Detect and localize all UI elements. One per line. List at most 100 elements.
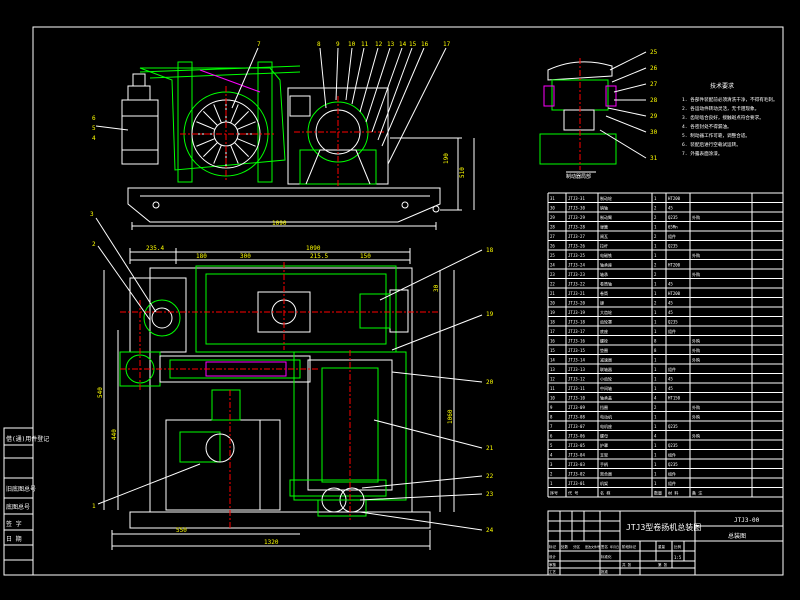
bom-cell-no: 16 [550,339,555,344]
bom-cell-mat: Q235 [668,244,678,249]
bom-cell-code: JTJ3-17 [568,329,585,334]
bom-cell-note: 外购 [692,347,700,353]
bom-cell-qty: 1 [654,462,657,467]
bom-cell-code: JTJ3-06 [568,434,585,439]
bom-cell-qty: 1 [654,329,657,334]
bom-cell-qty: 1 [654,367,657,372]
left-margin-labels: 借(通)用件登记 旧底图总号 底图总号 签 字 日 期 [6,435,49,543]
bom-cell-qty: 8 [654,339,657,344]
brake-wheel-spoke [230,104,239,124]
brake-wheel-spoke [213,144,222,164]
balloon-9: 9 [336,41,340,48]
bom-cell-code: JTJ3-21 [568,291,585,296]
bom-cell-code: JTJ3-15 [568,348,585,353]
title-cell-15: 第 张 [658,562,668,567]
drawing-title: JTJ3型卷扬机总装图 [626,522,701,532]
bom-cell-no: 3 [550,462,553,467]
bom-cell-mat: 组件 [668,233,676,239]
title-cell-10: 批准 [601,569,609,574]
balloon-16: 16 [421,41,429,48]
bom-cell-qty: 1 [654,320,657,325]
bom-header-code: 代 号 [568,490,578,496]
dim-plan-top-0: 235.4 [146,245,164,252]
bom-cell-qty: 2 [654,234,657,239]
bom-cell-name: 螺栓 [600,338,608,344]
bom-cell-qty: 1 [654,472,657,477]
balloon-13: 13 [387,41,395,48]
title-cell-11: 阶段标记 [622,544,636,549]
balloon-15: 15 [409,41,417,48]
drawing-number: JTJ3-00 [734,517,760,524]
brake-wheel-spoke [236,138,256,147]
balloon-19: 19 [486,311,494,318]
title-block-text: JTJ3型卷扬机总装图 JTJ3-00 总装图 1:5 标记 处数 分区 更改文… [549,517,760,574]
dim-plan-left: 540 [97,387,104,398]
bom-cell-name: 键 [600,300,604,306]
bom-cell-no: 23 [550,272,555,277]
bom-cell-mat: HT200 [668,291,681,296]
balloon-20: 20 [486,379,494,386]
bom-cell-name: 制动轮 [600,195,612,201]
bom-header-mat: 材 料 [668,490,678,496]
bom-cell-no: 22 [550,282,555,287]
bom-cell-note: 外购 [692,404,700,410]
bom-cell-name: 联轴器 [600,366,612,372]
margin-label-1: 旧底图总号 [6,485,36,493]
dim-front-side: 190 [443,153,450,164]
bom-cell-code: JTJ3-04 [568,453,585,458]
bom-cell-no: 25 [550,253,555,258]
bom-cell-no: 26 [550,244,555,249]
bom-cell-no: 11 [550,386,555,391]
bom-cell-code: JTJ3-13 [568,367,585,372]
bom-cell-code: JTJ3-08 [568,415,585,420]
bom-cell-mat: 组件 [668,471,676,477]
sheet-name: 总装图 [728,532,746,540]
bom-cell-no: 7 [550,424,553,429]
title-cell-13: 比例 [674,544,682,549]
bom-cell-mat: Q235 [668,215,678,220]
bom-cell-mat: HT200 [668,263,681,268]
balloon-11: 11 [361,41,369,48]
bom-cell-no: 24 [550,263,555,268]
bom-cell-qty: 1 [654,225,657,230]
bom-cell-name: 手柄 [600,461,608,467]
balloon-27: 27 [650,81,658,88]
bom-cell-note: 外购 [692,357,700,363]
balloon-17: 17 [443,41,451,48]
bom-cell-qty: 2 [654,263,657,268]
bom-cell-no: 31 [550,196,555,201]
bom-cell-code: JTJ3-07 [568,424,585,429]
bom-cell-code: JTJ3-01 [568,481,585,486]
bom-cell-mat: HT200 [668,196,681,201]
bom-header-no: 序号 [550,490,558,496]
bom-cell-code: JTJ3-28 [568,225,585,230]
bom-cell-no: 2 [550,472,553,477]
bom-cell-code: JTJ3-03 [568,462,585,467]
bom-cell-code: JTJ3-26 [568,244,585,249]
bom-cell-code: JTJ3-24 [568,263,585,268]
bom-cell-code: JTJ3-27 [568,234,585,239]
tech-req-item-0: 1. 各部件装配前必须清洗干净，不得有毛刺。 [682,96,778,103]
balloon-23: 23 [486,491,494,498]
detail-view [539,51,647,173]
title-cell-6: 设计 [549,554,557,559]
tech-req-heading: 技术要求 [710,82,734,90]
tech-req-item-1: 2. 各运动件转动灵活，无卡阻现象。 [682,105,759,112]
tech-req-item-2: 3. 齿轮啮合良好，接触斑点符合要求。 [682,114,764,121]
tech-requirements: 技术要求 1. 各部件装配前必须清洗干净，不得有毛刺。 2. 各运动件转动灵活，… [682,82,778,157]
bom-cell-mat: 65Mn [668,225,678,230]
bom-cell-note: 外购 [692,252,700,258]
bom-cell-no: 21 [550,291,555,296]
bom-cell-mat: 45 [668,206,673,211]
bom-cell-name: 机架 [600,480,608,486]
bom-cell-name: 大齿轮 [600,309,612,315]
bom-cell-mat: Q235 [668,462,678,467]
bom-cell-code: JTJ3-05 [568,443,585,448]
bom-cell-qty: 4 [654,396,657,401]
bom-cell-code: JTJ3-16 [568,339,585,344]
bom-cell-name: 垫圈 [600,347,608,353]
bom-cell-no: 18 [550,320,555,325]
bom-cell-qty: 1 [654,481,657,486]
balloon-21: 21 [486,445,494,452]
title-cell-9: 工艺 [549,569,557,574]
